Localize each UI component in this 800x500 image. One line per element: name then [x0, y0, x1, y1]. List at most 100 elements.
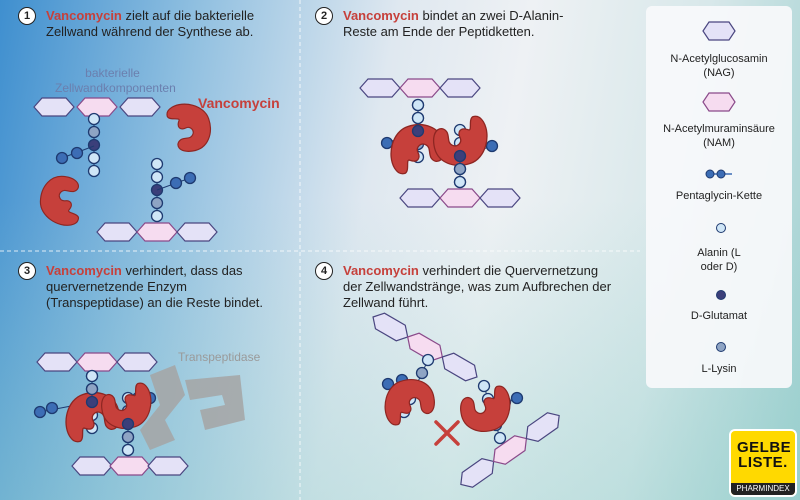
vancomycin-label: Vancomycin	[198, 95, 280, 111]
vancomycin-molecule	[101, 382, 152, 429]
alanin-bead	[121, 443, 135, 457]
legend-nag: N-Acetylglucosamin (NAG)	[670, 53, 768, 79]
nag-hexagon	[441, 352, 478, 382]
nag-hexagon	[359, 78, 401, 98]
transpeptidase-label: Transpeptidase	[178, 350, 261, 364]
nam-hexagon	[399, 78, 441, 98]
logo-subtitle: PHARMINDEX	[731, 483, 795, 495]
vancomycin-molecule	[166, 103, 211, 152]
alanin-icon	[716, 223, 726, 233]
pentaglycin-bead	[485, 139, 499, 153]
step-4: 4 Vancomycin verhindert die Quervernetzun…	[315, 262, 613, 311]
lysin-bead	[453, 162, 467, 176]
nam-hexagon-icon	[702, 92, 736, 112]
nag-hexagon	[33, 97, 75, 117]
transpeptidase-shape	[140, 365, 245, 450]
nam-hexagon	[439, 188, 481, 208]
step-number: 3	[18, 262, 36, 280]
alanin-bead	[493, 431, 507, 445]
lysin-bead	[87, 125, 101, 139]
nag-hexagon	[119, 97, 161, 117]
step-text: bindet an zwei D-Alanin-Reste am Ende de…	[343, 8, 564, 39]
nag-hexagon-icon	[702, 21, 736, 41]
step-1: 1 Vancomycin zielt auf die bakterielle Ze…	[18, 7, 266, 40]
alanin-bead	[411, 111, 425, 125]
alanin-bead	[477, 379, 491, 393]
pentaglycin-bead	[381, 377, 395, 391]
logo-title: GELBE LISTE.	[737, 439, 792, 471]
nag-hexagon	[116, 352, 158, 372]
nag-hexagon	[399, 188, 441, 208]
cross-mark-icon	[434, 420, 460, 446]
pentaglycin-bead	[45, 401, 59, 415]
nag-hexagon	[96, 222, 138, 242]
nag-hexagon	[460, 458, 495, 488]
legend-lysin: L-Lysin	[701, 363, 737, 375]
glutamat-bead	[411, 124, 425, 138]
alanin-bead	[85, 369, 99, 383]
drug-name: Vancomycin	[46, 263, 122, 278]
step-number: 1	[18, 7, 36, 25]
alanin-bead	[411, 98, 425, 112]
nag-hexagon	[439, 78, 481, 98]
alanin-bead	[453, 175, 467, 189]
nam-hexagon	[136, 222, 178, 242]
step-2: 2 Vancomycin bindet an zwei D-Alanin-Rest…	[315, 7, 573, 40]
glutamat-bead	[121, 417, 135, 431]
pentaglycin-bead	[380, 136, 394, 150]
legend-pentaglycin: Pentaglycin-Kette	[675, 190, 763, 202]
lysin-bead	[121, 430, 135, 444]
glutamat-bead	[85, 395, 99, 409]
legend-icons	[702, 21, 736, 352]
alanin-bead	[87, 112, 101, 126]
nag-hexagon	[71, 456, 113, 476]
nag-hexagon	[36, 352, 78, 372]
pentaglycin-bead	[510, 391, 524, 405]
step-text: zielt auf die bakterielle Zellwand währe…	[46, 8, 255, 39]
legend-nam: N-Acetylmuraminsäure (NAM)	[663, 123, 775, 149]
components-label: bakterielle Zellwandkomponenten	[55, 66, 176, 95]
alanin-bead	[150, 209, 164, 223]
pentaglycin-bead	[55, 151, 69, 165]
gelbe-liste-logo[interactable]: GELBE LISTE. PHARMINDEX	[729, 429, 797, 497]
alanin-bead	[150, 170, 164, 184]
nag-hexagon	[176, 222, 218, 242]
legend: N-Acetylglucosamin (NAG) N-Acetylmuramin…	[646, 6, 792, 388]
legend-alanin: Alanin (L oder D)	[697, 247, 741, 273]
drug-name: Vancomycin	[46, 8, 122, 23]
step-3: 3 Vancomycin verhindert, dass das querver…	[18, 262, 276, 311]
glutamat-bead	[87, 138, 101, 152]
drug-name: Vancomycin	[343, 8, 419, 23]
alanin-bead	[87, 151, 101, 165]
nag-hexagon	[372, 312, 409, 342]
nag-hexagon	[525, 412, 560, 442]
nam-hexagon	[109, 456, 151, 476]
glutamat-icon	[716, 290, 726, 300]
step-number: 2	[315, 7, 333, 25]
pentaglycin-bead	[183, 171, 197, 185]
alanin-bead	[87, 164, 101, 178]
lysin-bead	[85, 382, 99, 396]
step-text: verhindert die Quervernetzung der Zellwa…	[343, 263, 612, 310]
drug-name: Vancomycin	[343, 263, 419, 278]
nag-hexagon	[147, 456, 189, 476]
lysin-bead	[415, 366, 429, 380]
lysin-icon	[716, 342, 726, 352]
glutamat-bead	[453, 149, 467, 163]
nam-hexagon	[76, 352, 118, 372]
vancomycin-molecule	[39, 175, 80, 226]
lysin-bead	[150, 196, 164, 210]
vancomycin-molecule	[390, 124, 446, 175]
alanin-bead	[421, 353, 435, 367]
alanin-bead	[150, 157, 164, 171]
pentaglycin-bead	[169, 176, 183, 190]
pentaglycin-icon	[705, 169, 732, 179]
nag-hexagon	[479, 188, 521, 208]
vancomycin-molecule	[460, 385, 511, 432]
pentaglycin-bead	[33, 405, 47, 419]
step-text: verhindert, dass das quervernetzende Enz…	[46, 263, 264, 310]
step-number: 4	[315, 262, 333, 280]
vancomycin-molecule	[384, 379, 435, 426]
legend-glutamat: D-Glutamat	[690, 310, 748, 322]
